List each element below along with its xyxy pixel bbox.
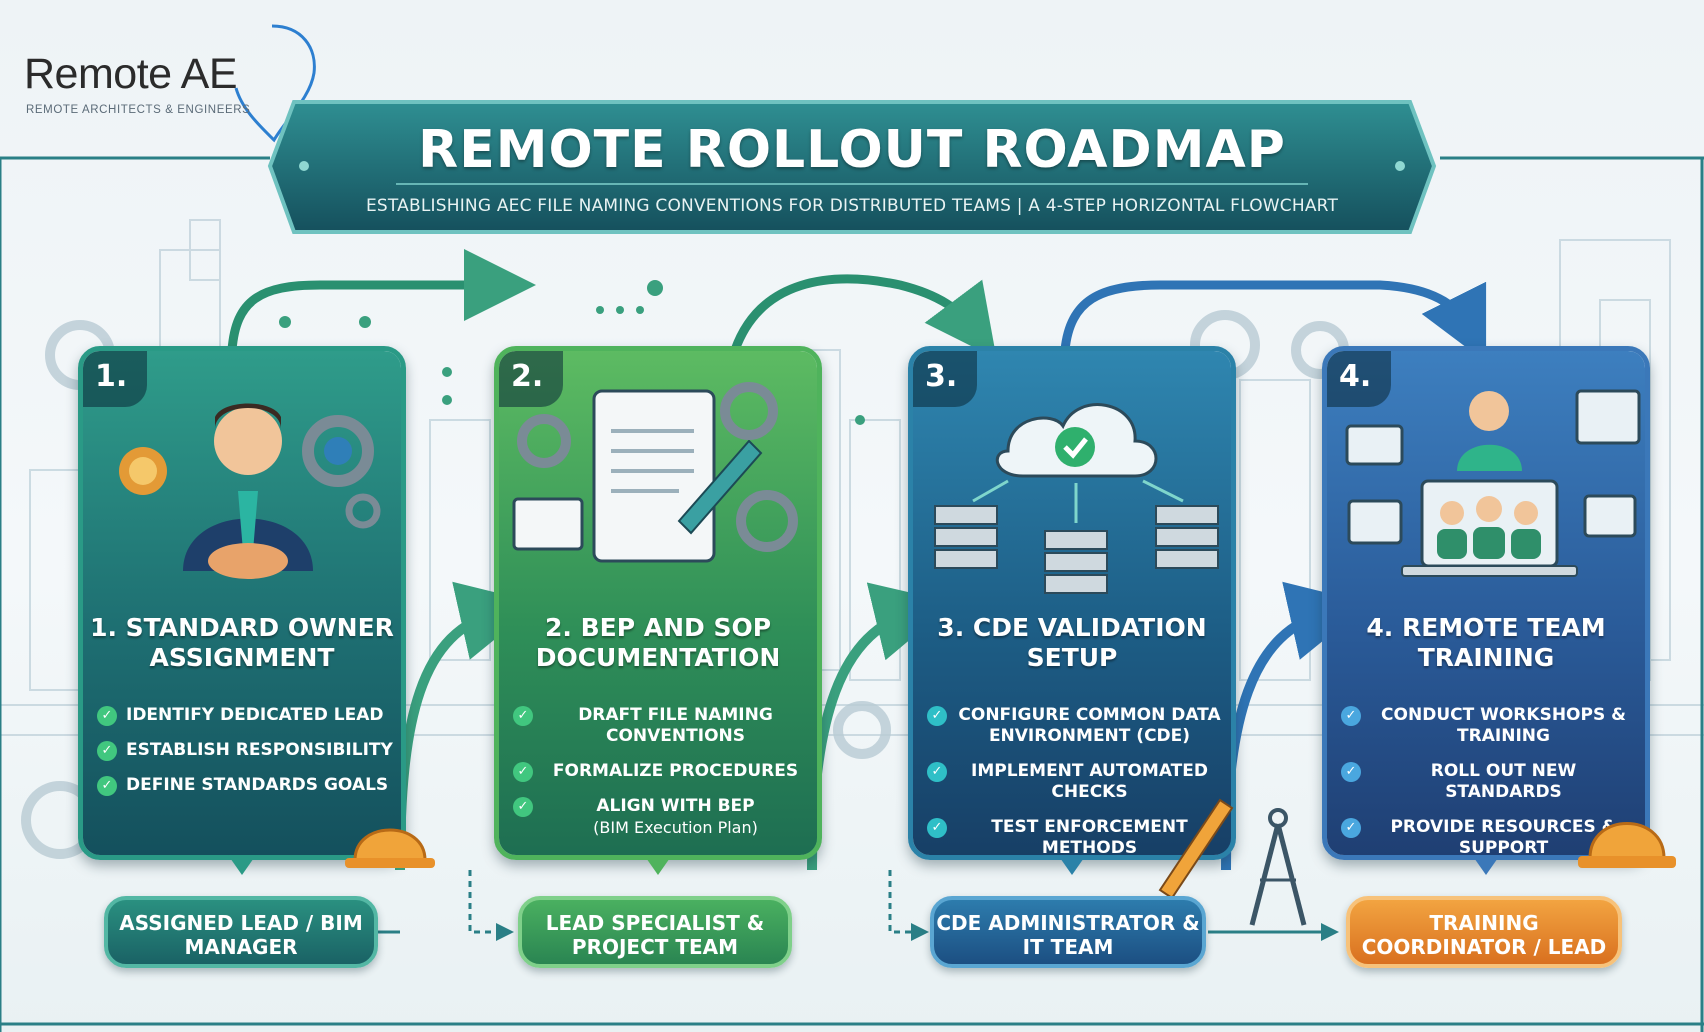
team-gear-icon (302, 415, 374, 487)
checklist-item: ✓ESTABLISH RESPONSIBILITY (97, 740, 393, 761)
logo-tagline: REMOTE ARCHITECTS & ENGINEERS (26, 104, 251, 116)
step-card-2: 2. 2. BEP AND SOP DOCUMENTATION ✓DRAFT F… (494, 346, 822, 875)
cloud-servers-icon (934, 403, 1219, 594)
card-pointer (1058, 855, 1086, 875)
step-checklist: ✓DRAFT FILE NAMING CONVENTIONS ✓FORMALIZ… (513, 705, 809, 852)
role-box-1: ASSIGNED LEAD / BIM MANAGER (104, 896, 378, 968)
step-title: 1. STANDARD OWNER ASSIGNMENT (90, 613, 394, 672)
checklist-item: ✓DRAFT FILE NAMING CONVENTIONS (513, 705, 809, 747)
user-chat-icon (1583, 494, 1637, 538)
check-icon: ✓ (927, 706, 947, 726)
check-icon: ✓ (513, 706, 533, 726)
checklist-item: ✓PROVIDE RESOURCES & SUPPORT (1341, 817, 1637, 855)
check-icon: ✓ (927, 818, 947, 838)
title-banner: REMOTE ROLLOUT ROADMAP ESTABLISHING AEC … (266, 98, 1438, 236)
step-checklist: ✓CONDUCT WORKSHOPS & TRAINING ✓ROLL OUT … (1341, 705, 1637, 855)
gear-icon (736, 490, 798, 552)
step-number: 3. (913, 351, 977, 407)
step-card-3: 3. 3. CDE VALIDATION SETUP ✓CONFIGURE CO… (908, 346, 1236, 875)
card-pointer (644, 855, 672, 875)
check-icon: ✓ (513, 762, 533, 782)
document-pen-icon (512, 382, 798, 563)
checklist-item: ✓DEFINE STANDARDS GOALS (97, 775, 393, 796)
check-icon: ✓ (97, 741, 117, 761)
step-title: 3. CDE VALIDATION SETUP (937, 613, 1207, 672)
step-number: 1. (83, 351, 147, 407)
step-checklist: ✓IDENTIFY DEDICATED LEAD ✓ESTABLISH RESP… (97, 705, 393, 810)
handshake-manager-icon (119, 403, 381, 579)
step-title: 4. REMOTE TEAM TRAINING (1366, 613, 1606, 672)
step-checklist: ✓CONFIGURE COMMON DATA ENVIRONMENT (CDE)… (927, 705, 1223, 855)
checklist-item: ✓ROLL OUT NEW STANDARDS (1341, 761, 1637, 803)
compass-icon (1249, 808, 1307, 926)
checklist-item: ✓CONDUCT WORKSHOPS & TRAINING (1341, 705, 1637, 747)
step-number: 2. (499, 351, 563, 407)
server-icon (934, 505, 1219, 594)
role-box-2: LEAD SPECIALIST & PROJECT TEAM (518, 896, 792, 968)
logo: Remote AE REMOTE ARCHITECTS & ENGINEERS (22, 24, 322, 152)
pen-icon (677, 439, 763, 535)
check-icon: ✓ (927, 762, 947, 782)
checklist-item: ✓CONFIGURE COMMON DATA ENVIRONMENT (CDE) (927, 705, 1223, 747)
step-title: 2. BEP AND SOP DOCUMENTATION (535, 613, 781, 672)
card-pointer (228, 855, 256, 875)
check-icon: ✓ (97, 706, 117, 726)
checklist-item: ✓TEST ENFORCEMENT METHODS (927, 817, 1223, 855)
remote-training-icon (1345, 389, 1641, 577)
gear-icon (833, 701, 891, 759)
page-subtitle: ESTABLISHING AEC FILE NAMING CONVENTIONS… (365, 196, 1339, 216)
hard-hat-icon (345, 828, 435, 868)
checklist-item: ✓IDENTIFY DEDICATED LEAD (97, 705, 393, 726)
step-number: 4. (1327, 351, 1391, 407)
check-icon: ✓ (513, 797, 533, 817)
banner-shape (267, 100, 1437, 234)
check-icon (1055, 427, 1095, 467)
step-card-4: 4. 4. REMOTE TEAM TRAINING ✓CONDUCT WORK… (1322, 346, 1650, 875)
step-card-1: 1. 1. STANDARD OWNER ASSIGNMENT ✓IDENTIF… (78, 346, 406, 875)
gear-icon (345, 493, 381, 529)
role-box-3: CDE ADMINISTRATOR & IT TEAM (930, 896, 1206, 968)
checklist-item: ✓FORMALIZE PROCEDURES (513, 761, 809, 782)
check-icon: ✓ (1341, 706, 1361, 726)
role-box-4: TRAINING COORDINATOR / LEAD (1346, 896, 1622, 968)
check-icon: ✓ (1341, 818, 1361, 838)
checklist-item: ✓IMPLEMENT AUTOMATED CHECKS (927, 761, 1223, 803)
card-pointer (1472, 855, 1500, 875)
video-icon (1575, 389, 1641, 445)
check-note: (BIM Execution Plan) (593, 818, 758, 837)
logo-name: Remote AE (24, 50, 238, 98)
hard-hat-icon (1578, 822, 1676, 868)
check-icon: ✓ (97, 776, 117, 796)
gear-icon (720, 382, 778, 440)
checklist-item: ✓ALIGN WITH BEP(BIM Execution Plan) (513, 796, 809, 838)
check-icon: ✓ (1341, 762, 1361, 782)
pencil-icon (1158, 798, 1234, 900)
award-icon (119, 447, 167, 495)
book-icon (512, 497, 584, 551)
gear-icon (517, 414, 571, 468)
page-title: REMOTE ROLLOUT ROADMAP (418, 120, 1286, 180)
